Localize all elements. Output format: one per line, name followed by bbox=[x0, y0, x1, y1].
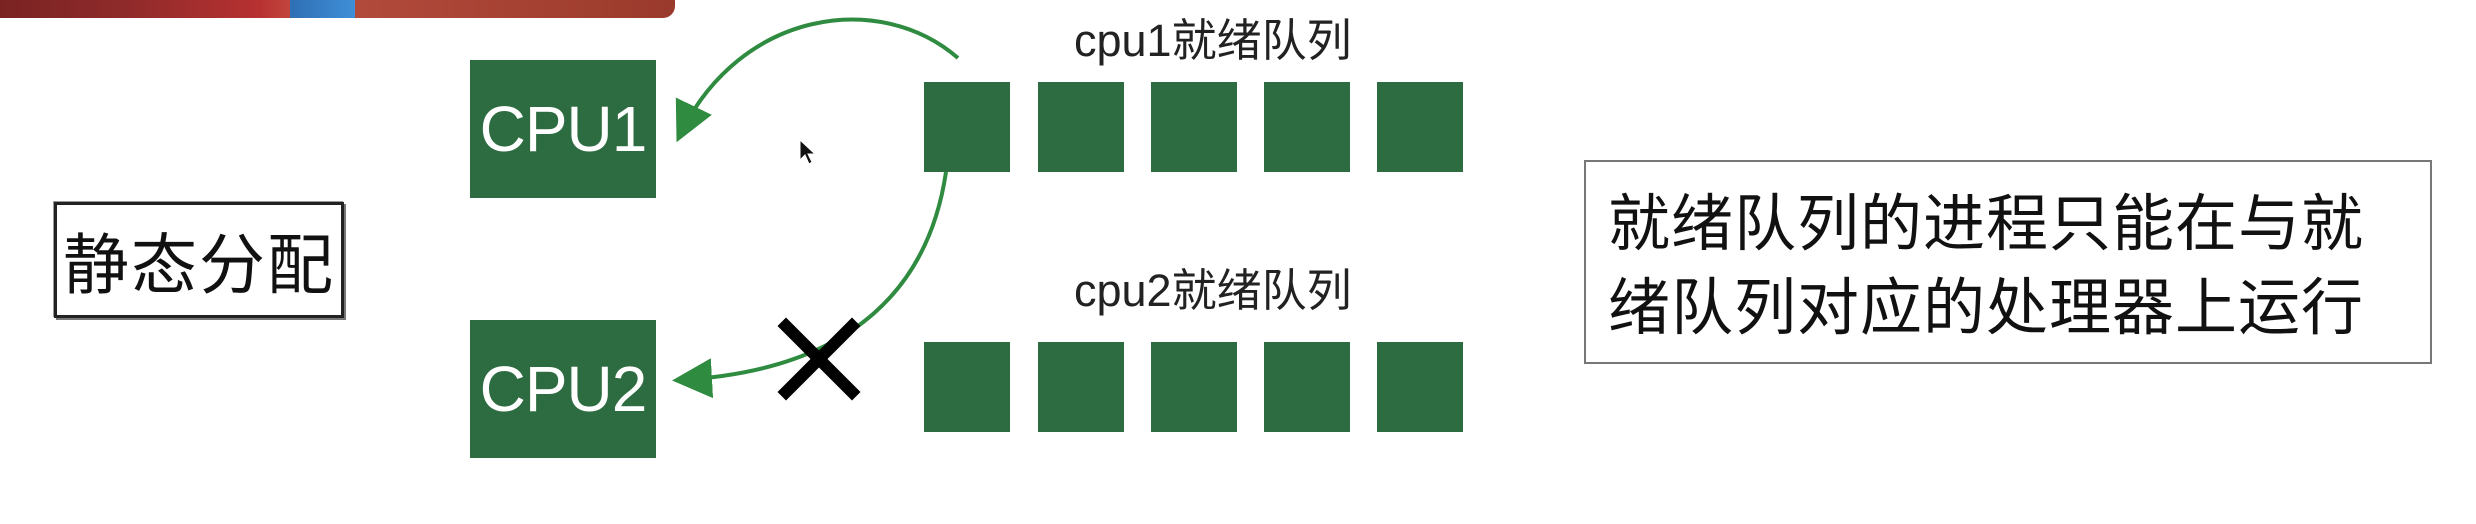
mouse-cursor-icon bbox=[799, 138, 817, 165]
explanation-note: 就绪队列的进程只能在与就绪队列对应的处理器上运行 bbox=[1584, 160, 2432, 364]
cpu2-queue-slot bbox=[1038, 342, 1124, 432]
video-thumbnail-strip bbox=[0, 0, 675, 18]
cpu2-queue-slot bbox=[1151, 342, 1237, 432]
cpu2-queue-slot bbox=[924, 342, 1010, 432]
cpu1-queue-slot bbox=[1264, 82, 1350, 172]
cpu1-queue-slot bbox=[1151, 82, 1237, 172]
static-allocation-label: 静态分配 bbox=[54, 202, 344, 318]
cpu1-queue-slot bbox=[924, 82, 1010, 172]
cpu1-queue-title: cpu1就绪队列 bbox=[1074, 15, 1352, 66]
forbidden-dispatch-arrow bbox=[672, 171, 948, 399]
allowed-dispatch-arrow bbox=[675, 17, 960, 143]
cpu2-queue-slot bbox=[1377, 342, 1463, 432]
cpu2-queue-title: cpu2就绪队列 bbox=[1074, 265, 1352, 316]
cpu1-box: CPU1 bbox=[470, 60, 656, 198]
cpu1-queue-slot bbox=[1038, 82, 1124, 172]
cpu1-queue-slot bbox=[1377, 82, 1463, 172]
cpu2-queue-slot bbox=[1264, 342, 1350, 432]
cpu2-box: CPU2 bbox=[470, 320, 656, 458]
forbidden-cross-icon bbox=[777, 317, 861, 401]
